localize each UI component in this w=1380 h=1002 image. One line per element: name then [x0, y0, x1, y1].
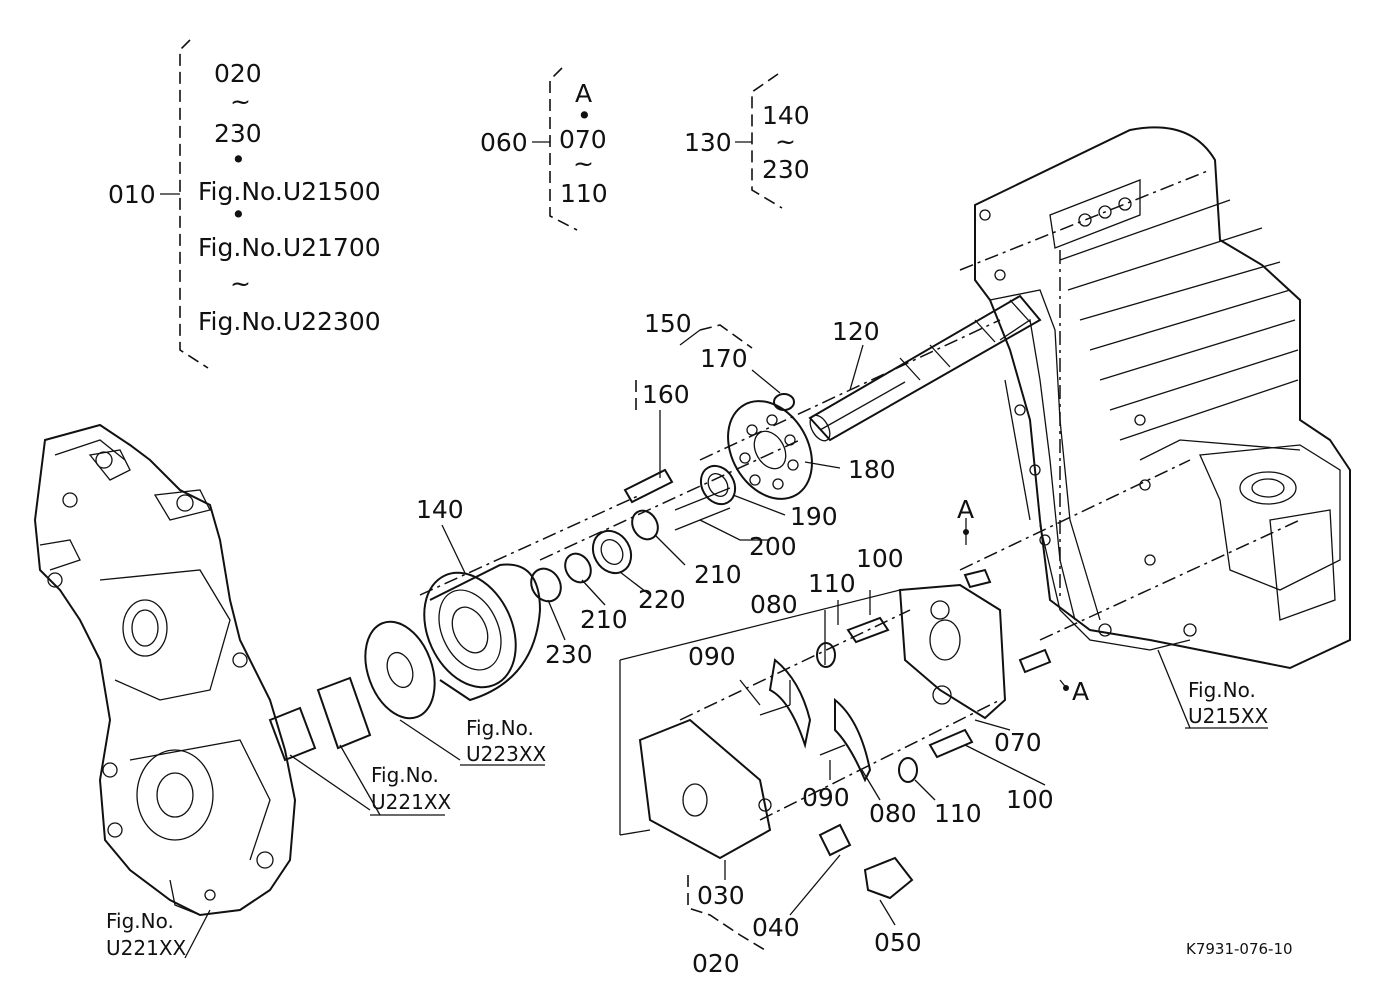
fig-ref-u221-mid-title: Fig.No. — [371, 763, 439, 787]
label-210-a: 210 — [694, 560, 742, 589]
label-170: 170 — [700, 344, 748, 373]
group-130-callout: 130 140 ~ 230 — [684, 73, 810, 209]
group-060-label: 060 — [480, 128, 528, 157]
label-120: 120 — [832, 317, 880, 346]
group-130-line-3: 230 — [762, 155, 810, 184]
figure-references: Fig.No. U215XX Fig.No. U223XX Fig.No. U2… — [106, 678, 1269, 960]
label-090-b: 090 — [802, 783, 850, 812]
group-010-line-5: Fig.No.U21500 — [198, 177, 381, 206]
label-150: 150 — [644, 309, 692, 338]
label-190: 190 — [790, 502, 838, 531]
label-210-b: 210 — [580, 605, 628, 634]
drawing-code: K7931-076-10 — [1186, 940, 1293, 958]
label-090-a: 090 — [688, 642, 736, 671]
label-020: 020 — [692, 949, 740, 978]
label-160: 160 — [642, 380, 690, 409]
group-060-callout: 060 A • 070 ~ 110 — [480, 67, 608, 231]
label-110-b: 110 — [934, 799, 982, 828]
ref-dot-a-top — [963, 529, 969, 535]
label-030: 030 — [697, 881, 745, 910]
group-010-line-4: • — [231, 145, 246, 174]
fig-ref-u221-mid-code: U221XX — [371, 790, 452, 814]
label-200: 200 — [749, 532, 797, 561]
group-060-line-2: • — [577, 101, 592, 130]
transmission-case — [959, 126, 1351, 670]
label-070: 070 — [994, 728, 1042, 757]
fig-ref-u215-code: U215XX — [1188, 704, 1269, 728]
group-010-callout: 010 020 ~ 230 • Fig.No.U21500 • Fig.No.U… — [108, 39, 381, 369]
group-010-line-6: • — [231, 200, 246, 229]
group-010-line-2: ~ — [230, 87, 251, 116]
fig-ref-u221-left-title: Fig.No. — [106, 909, 174, 933]
label-080-a: 080 — [750, 590, 798, 619]
label-140: 140 — [416, 495, 464, 524]
pump-housing — [33, 423, 297, 917]
group-060-line-1: A — [575, 79, 592, 108]
group-010-line-9: Fig.No.U22300 — [198, 307, 381, 336]
group-010-label: 010 — [108, 180, 156, 209]
label-220: 220 — [638, 585, 686, 614]
fig-ref-u221-left-code: U221XX — [106, 936, 187, 960]
label-080-b: 080 — [869, 799, 917, 828]
fig-ref-u223-title: Fig.No. — [466, 716, 534, 740]
port-plate-and-bushings — [268, 620, 436, 762]
ref-dot-a-bottom — [1063, 685, 1069, 691]
label-050: 050 — [874, 928, 922, 957]
ref-label-a-bottom: A — [1072, 677, 1089, 706]
leader-lines — [184, 319, 1301, 959]
ref-label-a-top: A — [957, 495, 974, 524]
label-230: 230 — [545, 640, 593, 669]
fig-ref-u215-title: Fig.No. — [1188, 678, 1256, 702]
group-130-line-2: ~ — [775, 127, 796, 156]
fig-ref-u223-code: U223XX — [466, 742, 547, 766]
label-100-b: 100 — [1006, 785, 1054, 814]
group-130-label: 130 — [684, 128, 732, 157]
small-parts — [530, 393, 795, 603]
plates-080-screws-090 — [759, 658, 872, 783]
group-010-line-8: ~ — [230, 269, 251, 298]
cylinder-block-140 — [423, 563, 542, 702]
group-060-line-4: ~ — [573, 149, 594, 178]
lower-parts-030-040-050 — [638, 718, 914, 900]
group-010-line-1: 020 — [214, 59, 262, 88]
group-060-line-3: 070 — [559, 125, 607, 154]
label-110-a: 110 — [808, 569, 856, 598]
label-100-a: 100 — [856, 544, 904, 573]
part-number-labels: 150 170 120 160 180 190 140 200 210 220 … — [416, 309, 1089, 978]
label-040: 040 — [752, 913, 800, 942]
label-180: 180 — [848, 455, 896, 484]
plate-part-180 — [727, 400, 813, 500]
group-060-line-5: 110 — [560, 179, 608, 208]
cover-part-070 — [816, 568, 1052, 783]
group-130-line-1: 140 — [762, 101, 810, 130]
group-010-line-3: 230 — [214, 119, 262, 148]
shaft-part-120 — [808, 294, 1042, 442]
group-010-line-7: Fig.No.U21700 — [198, 233, 381, 262]
